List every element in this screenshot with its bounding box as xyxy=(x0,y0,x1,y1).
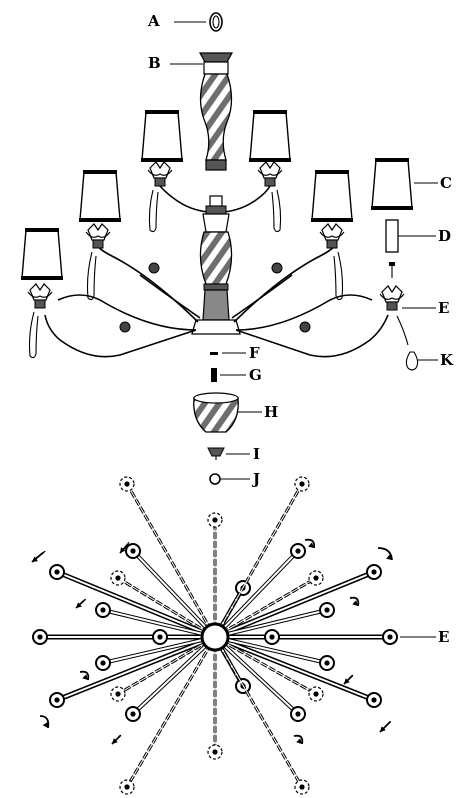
label-h: H xyxy=(264,403,279,421)
layout-arm-cup-center xyxy=(157,634,163,640)
layout-arm-cup-center xyxy=(54,569,60,575)
shade-left-mid xyxy=(78,169,122,301)
layout-arm-inner xyxy=(214,571,375,638)
layout-arm-inner xyxy=(126,636,216,788)
label-k: K xyxy=(440,351,454,369)
part-b-upper-column xyxy=(170,52,234,171)
layout-arm-inner xyxy=(56,571,216,638)
layout-arm-inner xyxy=(102,636,216,664)
part-e-arm-cup xyxy=(379,262,436,346)
layout-arm-inner xyxy=(214,609,328,638)
rotation-arrow-head xyxy=(296,738,302,744)
part-a-ring xyxy=(174,12,223,32)
label-e-top-view: E xyxy=(438,628,450,646)
layout-arm-cup-center xyxy=(37,634,43,640)
layout-arm-inner xyxy=(56,636,216,701)
rotation-arrow xyxy=(79,670,90,681)
rotation-arrow xyxy=(304,538,316,549)
layout-arm-cup-center xyxy=(269,634,275,640)
layout-arm-cup-center xyxy=(371,569,377,575)
layout-arm-cup-center xyxy=(130,711,136,717)
layout-arm-cup-center xyxy=(130,548,136,554)
rotation-arrow-head xyxy=(82,674,88,680)
layout-arm-inner xyxy=(214,636,328,664)
central-column xyxy=(191,195,241,335)
rotation-arrow-head xyxy=(344,678,350,684)
label-b: B xyxy=(148,54,161,72)
layout-arm-cup-center xyxy=(115,575,121,581)
layout-arm-cup-center xyxy=(115,691,121,697)
layout-arm-cup-center xyxy=(387,634,393,640)
part-i-finial-nut xyxy=(207,447,250,460)
layout-arm-cup-center xyxy=(324,607,330,613)
label-i: I xyxy=(253,445,261,463)
rotation-arrow xyxy=(293,734,304,745)
rotation-arrow-head xyxy=(42,722,48,728)
layout-arm-inner xyxy=(214,577,317,638)
rotation-arrow-head xyxy=(352,600,358,606)
layout-arm-inner xyxy=(214,636,299,715)
part-h-bowl xyxy=(193,392,262,433)
layout-arm-cup-center xyxy=(212,749,218,755)
layout-arm-cup-center xyxy=(212,517,218,523)
rotation-arrow xyxy=(349,596,360,607)
layout-arm-cup-center xyxy=(299,481,305,487)
layout-arm-cup-center xyxy=(100,607,106,613)
lower-arms xyxy=(44,243,389,358)
arm-layout-top-view xyxy=(31,476,398,795)
layout-arm-cup-center xyxy=(124,784,130,790)
rotation-arrow-head xyxy=(76,602,82,608)
rotation-arrow-head xyxy=(380,726,386,732)
rotation-arrow xyxy=(377,547,393,561)
label-a: A xyxy=(148,12,160,30)
layout-arm-inner xyxy=(132,550,216,638)
layout-arm-inner xyxy=(117,636,216,695)
layout-arm-cup-center xyxy=(299,784,305,790)
part-f-nut xyxy=(210,352,246,355)
part-k-crystal xyxy=(405,351,438,371)
label-c: C xyxy=(440,174,452,192)
label-f: F xyxy=(249,344,260,362)
label-d: D xyxy=(438,227,452,245)
rotation-arrow-head xyxy=(112,738,118,744)
part-c-shade xyxy=(370,157,438,211)
layout-arm-cup-center xyxy=(371,697,377,703)
layout-arm-cup-center xyxy=(100,660,106,666)
layout-arm-inner xyxy=(214,636,375,701)
layout-arm-inner xyxy=(214,550,299,638)
rotation-arrow-head xyxy=(308,542,314,548)
label-g: G xyxy=(249,366,262,384)
shade-right-mid xyxy=(310,169,354,301)
upper-arm-right xyxy=(223,109,292,233)
part-j-loop xyxy=(209,473,250,485)
label-j: J xyxy=(253,470,261,488)
shade-left-outer xyxy=(20,227,64,359)
layout-arm-inner xyxy=(214,483,303,638)
layout-hub xyxy=(200,622,230,652)
layout-arm-cup-center xyxy=(313,691,319,697)
rotation-arrow-head xyxy=(32,556,38,562)
part-g-nipple xyxy=(211,368,246,382)
layout-arm-inner xyxy=(126,483,216,638)
layout-arm-cup-center xyxy=(313,575,319,581)
label-e: E xyxy=(438,299,450,317)
layout-arm-cup-center xyxy=(295,548,301,554)
layout-arm-cup-center xyxy=(295,711,301,717)
rotation-arrow-head xyxy=(120,547,126,553)
upper-arm-left xyxy=(140,109,209,233)
layout-arm-inner xyxy=(132,636,216,715)
layout-arm-cup-center xyxy=(124,481,130,487)
layout-arm-inner xyxy=(214,636,303,788)
layout-arm-inner xyxy=(102,609,216,638)
layout-arm-inner xyxy=(117,577,216,638)
part-d-sleeve xyxy=(385,219,436,253)
layout-arm-cup-center xyxy=(54,697,60,703)
rotation-arrow xyxy=(39,715,50,729)
layout-arm-cup-center xyxy=(324,660,330,666)
rotation-arrow-head xyxy=(386,554,392,560)
layout-arm-inner xyxy=(214,636,317,695)
